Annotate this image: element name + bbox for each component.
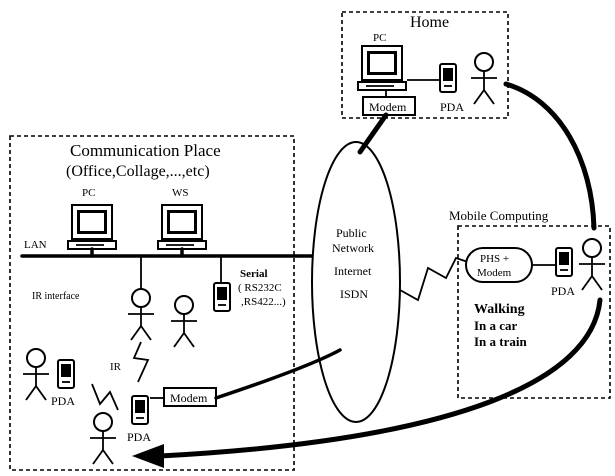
mobile-office-path xyxy=(157,297,603,459)
ir-interface-label: IR interface xyxy=(32,291,80,302)
serial-pda-icon xyxy=(213,282,231,312)
network-line4: ISDN xyxy=(340,287,368,301)
lan-user-icon xyxy=(170,295,198,348)
mobile-user-icon xyxy=(578,238,606,291)
phs-line1: PHS + xyxy=(480,253,509,265)
comm-place-box xyxy=(9,135,295,471)
modem-network-link xyxy=(214,348,342,400)
home-pc-label: PC xyxy=(373,32,386,44)
comm-left-pda-icon xyxy=(57,359,75,389)
ir-label: IR xyxy=(110,361,122,373)
comm-ws-icon xyxy=(157,204,207,250)
wireless-link xyxy=(399,256,469,302)
comm-ws-label: WS xyxy=(172,187,189,199)
ir-interface-icon xyxy=(127,288,155,341)
network-line1: Public xyxy=(336,226,367,240)
mobile-title: Mobile Computing xyxy=(449,208,549,223)
comm-bottom-pda-icon xyxy=(131,395,149,425)
ir-bolt-left xyxy=(91,383,119,411)
home-modem xyxy=(362,96,416,116)
comm-modem-label: Modem xyxy=(170,391,208,405)
home-mobile-path xyxy=(503,81,597,231)
ir-bolt-top xyxy=(132,341,150,383)
comm-place-subtitle: (Office,Collage,...,etc) xyxy=(66,163,210,180)
serial-label: Serial xyxy=(240,268,268,280)
home-pda-icon xyxy=(439,63,457,93)
home-title: Home xyxy=(410,14,449,31)
network-line2: Network xyxy=(332,241,374,255)
home-user-icon xyxy=(470,52,498,105)
lan-label: LAN xyxy=(24,239,47,251)
home-network-link xyxy=(357,112,389,155)
network-line3: Internet xyxy=(334,264,372,278)
public-network-ellipse xyxy=(311,141,401,423)
comm-bottom-pda-label: PDA xyxy=(127,430,151,444)
home-modem-label: Modem xyxy=(369,100,407,114)
comm-pc-label: PC xyxy=(82,187,95,199)
home-pda-label: PDA xyxy=(440,100,464,114)
home-box xyxy=(341,11,509,119)
phs-line2: Modem xyxy=(477,267,512,279)
comm-left-pda-label: PDA xyxy=(51,394,75,408)
serial-detail-2: ,RS422...) xyxy=(241,296,286,308)
mobile-pda-label: PDA xyxy=(551,284,575,298)
mobile-item2: In a car xyxy=(474,318,518,333)
comm-bottom-user-icon xyxy=(89,412,117,465)
mobile-item3: In a train xyxy=(474,334,528,349)
comm-left-user-icon xyxy=(22,348,50,401)
serial-detail-1: ( RS232C xyxy=(238,282,282,294)
arrowhead xyxy=(132,444,164,468)
mobile-pda-icon xyxy=(555,247,573,277)
comm-place-title: Communication Place xyxy=(70,141,221,160)
mobile-box xyxy=(457,225,611,399)
home-pc-icon xyxy=(357,45,407,91)
comm-pc-icon xyxy=(67,204,117,250)
mobile-item1: Walking xyxy=(474,302,525,317)
